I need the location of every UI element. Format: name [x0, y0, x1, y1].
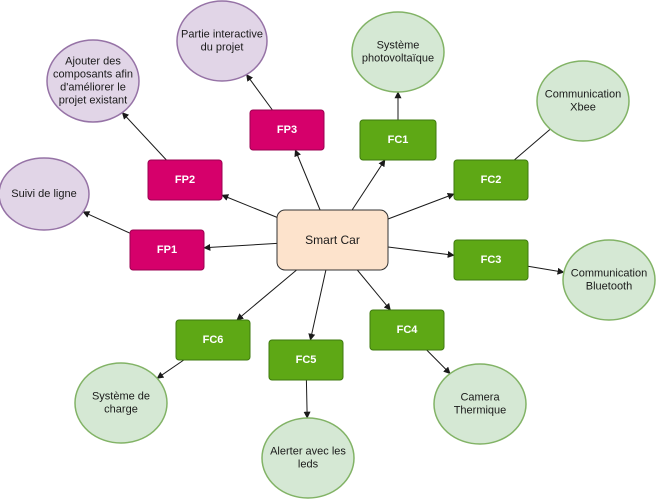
- fc3-box: [453, 239, 529, 281]
- communication-xbee-ellipse: [536, 60, 630, 142]
- alerter-leds-ellipse: [261, 417, 355, 499]
- node-label-line: Communication: [545, 89, 621, 101]
- node-label-line: Xbee: [570, 102, 596, 114]
- ajouter-composants-ellipse: [46, 39, 140, 123]
- edge-fc2-to-communication-xbee: [513, 128, 551, 161]
- node-label-line: projet existant: [59, 95, 127, 107]
- edge-smart-car-to-fp2: [221, 194, 278, 218]
- node-label-line: Système de: [92, 391, 150, 403]
- fc2-label: FC2: [481, 174, 502, 186]
- node-fc2: FC2: [453, 159, 529, 201]
- node-label-line: Bluetooth: [586, 281, 632, 293]
- edge-smart-car-to-fc3: [387, 246, 455, 258]
- node-label-line: Camera: [460, 392, 500, 404]
- edge-smart-car-to-fc1: [351, 159, 386, 211]
- node-fc5: FC5: [268, 339, 344, 381]
- node-label-line: Système: [377, 40, 420, 52]
- edge-fc4-to-camera-thermique: [426, 349, 451, 375]
- edge-smart-car-to-fc6: [236, 269, 297, 321]
- edge-fp3-to-partie-interactive: [246, 74, 273, 111]
- fc6-box: [175, 319, 251, 361]
- camera-thermique-ellipse: [433, 363, 527, 445]
- fp2-box: [147, 159, 223, 201]
- edge-fp1-to-suivi-ligne: [82, 211, 131, 234]
- node-suivi-ligne: Suivi de ligne: [0, 157, 90, 231]
- systeme-photovoltaique-ellipse: [351, 11, 445, 93]
- fc5-box: [268, 339, 344, 381]
- node-label-line: leds: [298, 459, 319, 471]
- fc5-label: FC5: [296, 354, 317, 366]
- edges: [82, 74, 565, 419]
- edge-smart-car-to-fc4: [356, 269, 391, 311]
- smart-car-label: Smart Car: [305, 233, 360, 247]
- systeme-charge-ellipse: [74, 362, 168, 444]
- node-label-line: charge: [104, 404, 138, 416]
- fp1-label: FP1: [157, 244, 177, 256]
- fc4-box: [369, 309, 445, 351]
- node-label-line: Alerter avec les: [270, 446, 346, 458]
- node-fc4: FC4: [369, 309, 445, 351]
- node-fc3: FC3: [453, 239, 529, 281]
- node-smart-car: Smart Car: [276, 209, 389, 271]
- edge-smart-car-to-fc5: [308, 269, 327, 341]
- node-fp3: FP3: [249, 109, 325, 151]
- fc4-label: FC4: [397, 324, 419, 336]
- node-fc6: FC6: [175, 319, 251, 361]
- communication-bluetooth-ellipse: [562, 239, 656, 321]
- node-label-line: d'améliorer le: [60, 82, 126, 94]
- fp2-label: FP2: [175, 174, 195, 186]
- node-label-line: Partie interactive: [181, 29, 263, 41]
- node-label-line: composants afin: [53, 69, 133, 81]
- edge-fc3-to-communication-bluetooth: [527, 265, 565, 275]
- fc2-box: [453, 159, 529, 201]
- node-fp1: FP1: [129, 229, 205, 271]
- fc3-label: FC3: [481, 254, 502, 266]
- fc1-box: [359, 119, 437, 161]
- fp1-box: [129, 229, 205, 271]
- node-label-line: Suivi de ligne: [11, 188, 76, 200]
- partie-interactive-ellipse: [176, 0, 268, 82]
- smart-car-box: [276, 209, 389, 271]
- fp3-label: FP3: [277, 124, 297, 136]
- edge-fc5-to-alerter-leds: [303, 379, 311, 419]
- edge-smart-car-to-fp1: [203, 242, 278, 251]
- node-fc1: FC1: [359, 119, 437, 161]
- fp3-box: [249, 109, 325, 151]
- node-fp2: FP2: [147, 159, 223, 201]
- node-label-line: Thermique: [454, 405, 507, 417]
- node-label-line: photovoltaïque: [362, 53, 434, 65]
- edge-fc6-to-systeme-charge: [156, 359, 185, 379]
- fc6-label: FC6: [203, 334, 224, 346]
- edge-smart-car-to-fp3: [294, 149, 321, 211]
- suivi-ligne-ellipse: [0, 157, 90, 231]
- node-label-line: Ajouter des: [65, 56, 121, 68]
- fc1-label: FC1: [388, 134, 409, 146]
- edge-smart-car-to-fc2: [387, 192, 455, 220]
- node-label-line: du projet: [201, 42, 244, 54]
- node-label-line: Communication: [571, 268, 647, 280]
- edge-fp2-to-ajouter-composants: [121, 112, 167, 161]
